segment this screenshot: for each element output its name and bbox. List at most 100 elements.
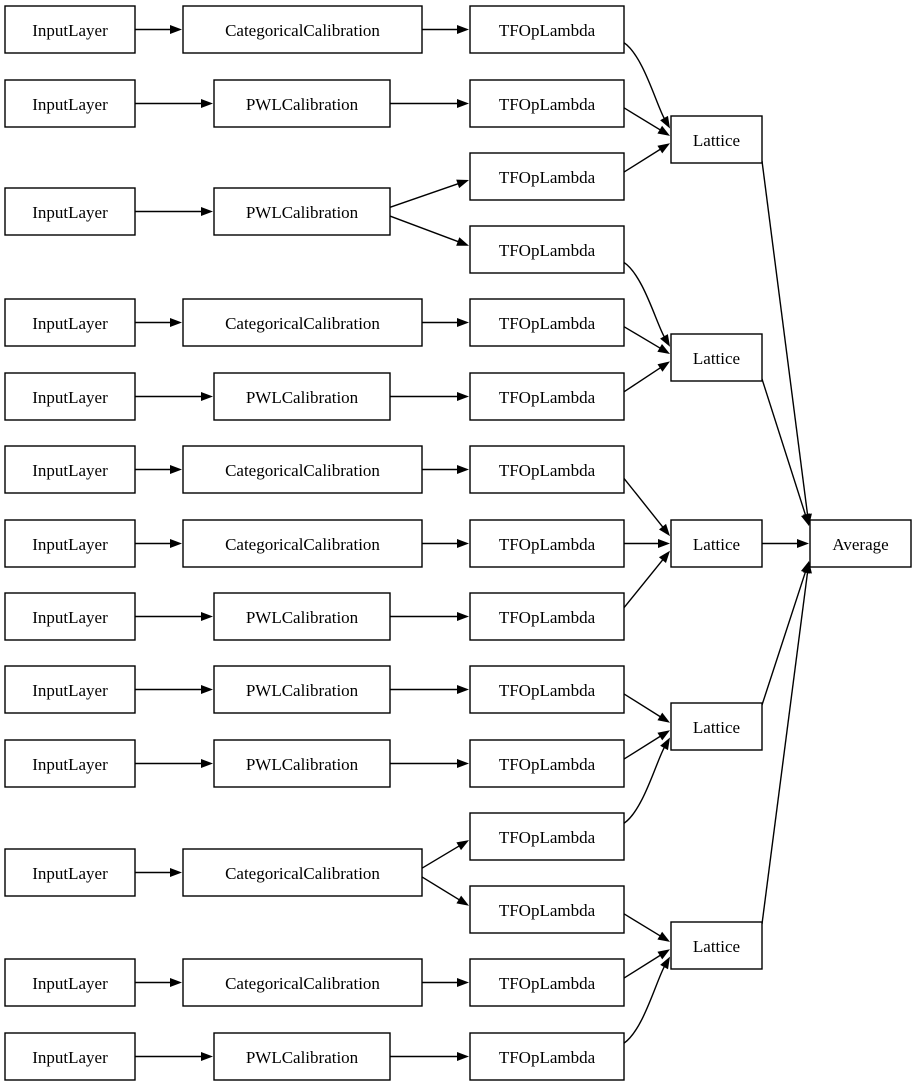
node-input-layer-in10[interactable]: InputLayer (4, 739, 136, 788)
node-tfop-lambda-tfl9[interactable]: TFOpLambda (469, 592, 625, 641)
node-box[interactable] (469, 445, 625, 494)
node-tfop-lambda-tfl14[interactable]: TFOpLambda (469, 958, 625, 1007)
node-box[interactable] (213, 79, 391, 128)
node-box[interactable] (4, 445, 136, 494)
node-box[interactable] (469, 665, 625, 714)
node-box[interactable] (469, 152, 625, 201)
node-input-layer-in11[interactable]: InputLayer (4, 848, 136, 897)
node-box[interactable] (4, 665, 136, 714)
node-box[interactable] (4, 592, 136, 641)
node-box[interactable] (469, 372, 625, 421)
node-box[interactable] (4, 1032, 136, 1081)
arrow-head-icon (801, 513, 810, 526)
node-input-layer-in3[interactable]: InputLayer (4, 187, 136, 236)
node-input-layer-in13[interactable]: InputLayer (4, 1032, 136, 1081)
node-box[interactable] (213, 1032, 391, 1081)
node-pwlcalibration-cal8[interactable]: PWLCalibration (213, 592, 391, 641)
node-box[interactable] (469, 519, 625, 568)
node-box[interactable] (469, 1032, 625, 1081)
node-pwlcalibration-cal5[interactable]: PWLCalibration (213, 372, 391, 421)
node-box[interactable] (213, 592, 391, 641)
node-tfop-lambda-tfl1[interactable]: TFOpLambda (469, 5, 625, 54)
node-box[interactable] (213, 372, 391, 421)
node-lattice-lat4[interactable]: Lattice (670, 702, 763, 751)
node-input-layer-in6[interactable]: InputLayer (4, 445, 136, 494)
node-lattice-lat5[interactable]: Lattice (670, 921, 763, 970)
node-tfop-lambda-tfl11[interactable]: TFOpLambda (469, 739, 625, 788)
node-box[interactable] (213, 665, 391, 714)
node-tfop-lambda-tfl6[interactable]: TFOpLambda (469, 372, 625, 421)
node-categorical-calibration-cal1[interactable]: CategoricalCalibration (182, 5, 423, 54)
node-box[interactable] (182, 958, 423, 1007)
node-tfop-lambda-tfl2[interactable]: TFOpLambda (469, 79, 625, 128)
edge-line (623, 954, 661, 979)
node-lattice-lat1[interactable]: Lattice (670, 115, 763, 164)
node-box[interactable] (182, 445, 423, 494)
node-box[interactable] (182, 5, 423, 54)
node-pwlcalibration-cal2[interactable]: PWLCalibration (213, 79, 391, 128)
node-box[interactable] (469, 225, 625, 274)
node-tfop-lambda-tfl10[interactable]: TFOpLambda (469, 665, 625, 714)
node-pwlcalibration-cal9[interactable]: PWLCalibration (213, 665, 391, 714)
node-box[interactable] (469, 298, 625, 347)
node-input-layer-in8[interactable]: InputLayer (4, 592, 136, 641)
node-categorical-calibration-cal6[interactable]: CategoricalCalibration (182, 445, 423, 494)
node-box[interactable] (469, 812, 625, 861)
node-box[interactable] (4, 958, 136, 1007)
node-box[interactable] (213, 187, 391, 236)
node-box[interactable] (469, 592, 625, 641)
node-tfop-lambda-tfl5[interactable]: TFOpLambda (469, 298, 625, 347)
node-box[interactable] (469, 885, 625, 934)
node-box[interactable] (182, 519, 423, 568)
node-box[interactable] (213, 739, 391, 788)
node-lattice-lat2[interactable]: Lattice (670, 333, 763, 382)
node-box[interactable] (4, 79, 136, 128)
node-box[interactable] (4, 372, 136, 421)
node-pwlcalibration-cal10[interactable]: PWLCalibration (213, 739, 391, 788)
node-box[interactable] (670, 333, 763, 382)
node-box[interactable] (4, 298, 136, 347)
node-tfop-lambda-tfl3[interactable]: TFOpLambda (469, 152, 625, 201)
node-categorical-calibration-cal12[interactable]: CategoricalCalibration (182, 958, 423, 1007)
node-tfop-lambda-tfl13[interactable]: TFOpLambda (469, 885, 625, 934)
node-categorical-calibration-cal4[interactable]: CategoricalCalibration (182, 298, 423, 347)
node-categorical-calibration-cal11[interactable]: CategoricalCalibration (182, 848, 423, 897)
node-box[interactable] (670, 115, 763, 164)
node-input-layer-in7[interactable]: InputLayer (4, 519, 136, 568)
node-box[interactable] (4, 187, 136, 236)
node-pwlcalibration-cal3[interactable]: PWLCalibration (213, 187, 391, 236)
node-box[interactable] (469, 79, 625, 128)
node-tfop-lambda-tfl4[interactable]: TFOpLambda (469, 225, 625, 274)
node-box[interactable] (4, 739, 136, 788)
node-box[interactable] (809, 519, 912, 568)
node-box[interactable] (670, 519, 763, 568)
node-box[interactable] (469, 5, 625, 54)
node-input-layer-in2[interactable]: InputLayer (4, 79, 136, 128)
node-input-layer-in1[interactable]: InputLayer (4, 5, 136, 54)
node-lattice-lat3[interactable]: Lattice (670, 519, 763, 568)
node-box[interactable] (670, 702, 763, 751)
node-label: PWLCalibration (246, 1048, 359, 1067)
node-tfop-lambda-tfl12[interactable]: TFOpLambda (469, 812, 625, 861)
node-box[interactable] (4, 5, 136, 54)
node-box[interactable] (670, 921, 763, 970)
node-tfop-lambda-tfl7[interactable]: TFOpLambda (469, 445, 625, 494)
node-box[interactable] (4, 519, 136, 568)
node-tfop-lambda-tfl15[interactable]: TFOpLambda (469, 1032, 625, 1081)
node-average-avg[interactable]: Average (809, 519, 912, 568)
arrow-head-icon (457, 465, 469, 474)
node-input-layer-in5[interactable]: InputLayer (4, 372, 136, 421)
node-tfop-lambda-tfl8[interactable]: TFOpLambda (469, 519, 625, 568)
node-categorical-calibration-cal7[interactable]: CategoricalCalibration (182, 519, 423, 568)
node-box[interactable] (469, 958, 625, 1007)
node-input-layer-in9[interactable]: InputLayer (4, 665, 136, 714)
node-pwlcalibration-cal13[interactable]: PWLCalibration (213, 1032, 391, 1081)
node-box[interactable] (4, 848, 136, 897)
node-input-layer-in12[interactable]: InputLayer (4, 958, 136, 1007)
node-box[interactable] (182, 298, 423, 347)
node-input-layer-in4[interactable]: InputLayer (4, 298, 136, 347)
edge-tfop-lambda-to-lattice (623, 693, 670, 723)
edge-input-layer-to-pwlcalibration (135, 99, 213, 108)
node-box[interactable] (469, 739, 625, 788)
node-box[interactable] (182, 848, 423, 897)
